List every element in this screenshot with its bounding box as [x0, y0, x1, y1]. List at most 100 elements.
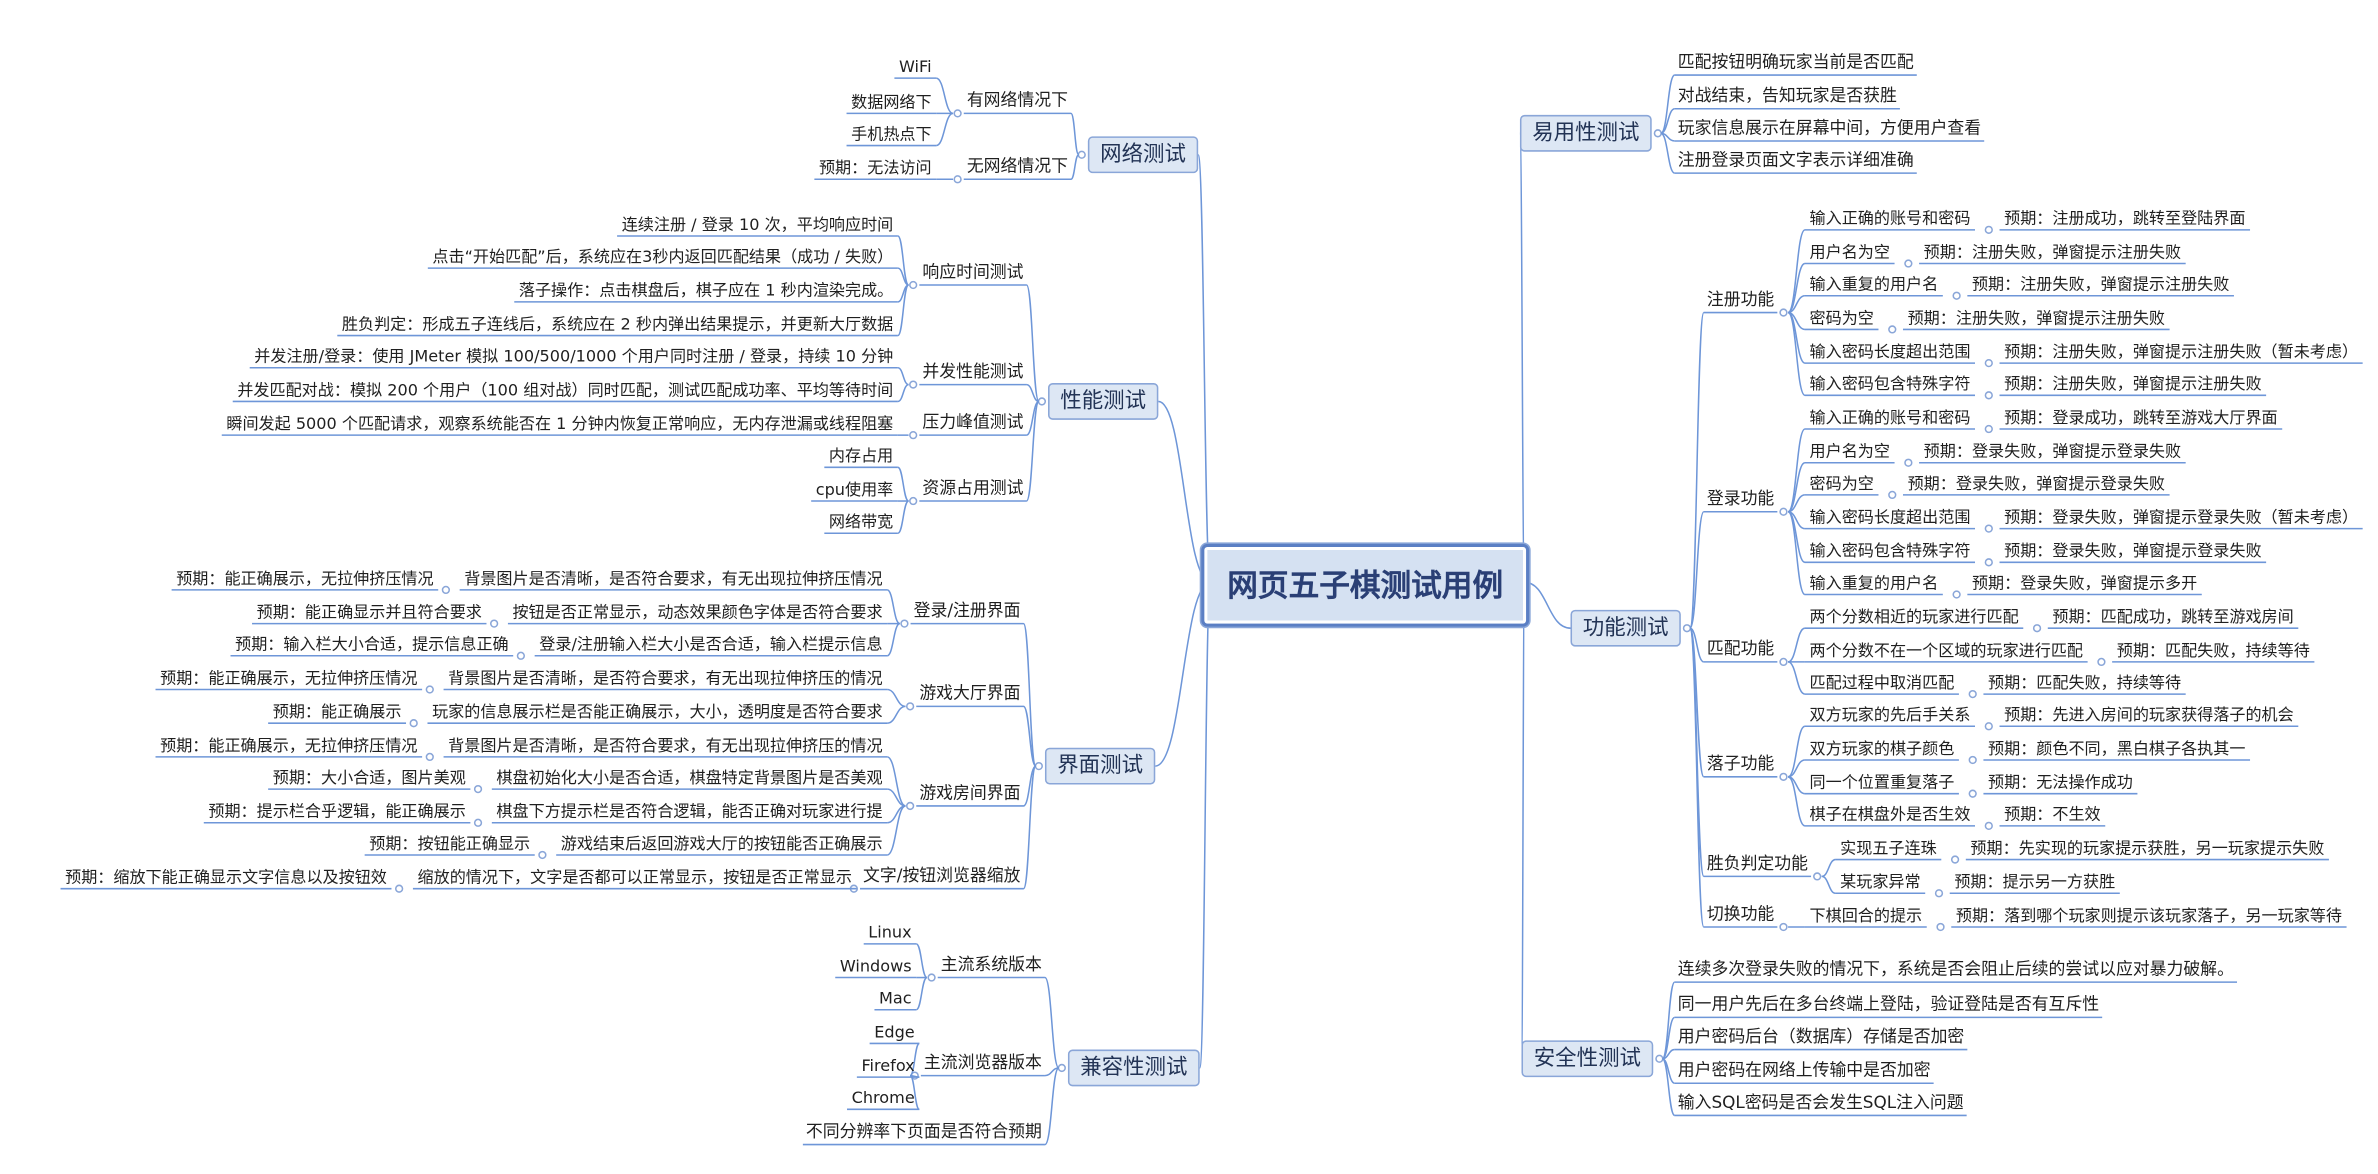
test-case[interactable]: 密码为空 [1809, 474, 1874, 494]
test-case[interactable]: 两个分数相近的玩家进行匹配 [1809, 608, 2019, 627]
collapse-dot-icon[interactable] [1968, 755, 1977, 765]
collapse-dot-icon[interactable] [538, 850, 547, 860]
collapse-dot-icon[interactable] [905, 801, 915, 811]
collapse-dot-icon[interactable] [909, 431, 918, 440]
main-topic[interactable]: 界面测试 [1044, 747, 1156, 785]
collapse-dot-icon[interactable] [473, 818, 483, 827]
subtopic[interactable]: 玩家信息展示在屏幕中间，方便用户查看 [1677, 117, 1982, 138]
subtopic[interactable]: 游戏大厅界面 [919, 683, 1021, 704]
test-case[interactable]: 输入密码包含特殊字符 [1809, 542, 1971, 561]
subtopic[interactable]: 文字/按钮浏览器缩放 [863, 865, 1021, 886]
test-case[interactable]: 双方玩家的先后手关系 [1809, 706, 1971, 725]
test-case[interactable]: 输入重复的用户名 [1809, 275, 1939, 295]
test-case[interactable]: 密码为空 [1809, 309, 1874, 328]
subtopic[interactable]: 资源占用测试 [922, 478, 1024, 498]
subtopic[interactable]: 登录/注册界面 [913, 600, 1021, 621]
collapse-dot-icon[interactable] [1653, 129, 1662, 138]
collapse-dot-icon[interactable] [1779, 922, 1788, 932]
leaf-topic[interactable]: Windows [839, 957, 912, 977]
collapse-dot-icon[interactable] [395, 884, 404, 893]
leaf-topic[interactable]: 网络带宽 [828, 513, 894, 532]
root-topic[interactable]: 网页五子棋测试用例 [1201, 543, 1530, 627]
collapse-dot-icon[interactable] [1655, 1054, 1664, 1063]
collapse-dot-icon[interactable] [489, 619, 499, 628]
collapse-dot-icon[interactable] [516, 651, 526, 660]
subtopic[interactable]: 匹配功能 [1706, 638, 1775, 659]
test-case[interactable]: 某玩家异常 [1840, 873, 1921, 892]
collapse-dot-icon[interactable] [473, 784, 483, 794]
subtopic[interactable]: 连续多次登录失败的情况下，系统是否会阻止后续的尝试以应对暴力破解。 [1677, 959, 2234, 980]
subtopic[interactable]: 用户密码后台（数据库）存储是否加密 [1677, 1026, 1965, 1047]
test-case[interactable]: 背景图片是否清晰，是否符合要求，有无出现拉伸挤压的情况 [448, 669, 883, 688]
test-case[interactable]: 输入密码长度超出范围 [1809, 508, 1971, 528]
subtopic[interactable]: 切换功能 [1706, 903, 1775, 924]
subtopic[interactable]: 胜负判定功能 [1706, 853, 1808, 874]
collapse-dot-icon[interactable] [1984, 424, 1993, 434]
test-case[interactable]: 实现五子连珠 [1840, 839, 1937, 859]
main-topic[interactable]: 易用性测试 [1519, 114, 1652, 152]
collapse-dot-icon[interactable] [1936, 922, 1945, 932]
main-topic[interactable]: 网络测试 [1087, 136, 1199, 174]
subtopic[interactable]: 游戏房间界面 [919, 782, 1021, 803]
subtopic[interactable]: 输入SQL密码是否会发生SQL注入问题 [1677, 1092, 1964, 1113]
leaf-topic[interactable]: 落子操作：点击棋盘后，棋子应在 1 秒内渲染完成。 [518, 281, 894, 301]
subtopic[interactable]: 登录功能 [1706, 488, 1775, 509]
collapse-dot-icon[interactable] [1984, 821, 1993, 830]
subtopic[interactable]: 不同分辨率下页面是否符合预期 [805, 1121, 1042, 1142]
test-case[interactable]: 同一个位置重复落子 [1809, 773, 1955, 793]
subtopic[interactable]: 落子功能 [1706, 753, 1775, 774]
subtopic[interactable]: 匹配按钮明确玩家当前是否匹配 [1677, 52, 1914, 73]
main-topic[interactable]: 功能测试 [1570, 609, 1681, 647]
subtopic[interactable]: 注册登录页面文字表示详细准确 [1677, 150, 1914, 171]
collapse-dot-icon[interactable] [1984, 558, 1993, 567]
collapse-dot-icon[interactable] [953, 109, 962, 118]
test-case[interactable]: 下棋回合的提示 [1809, 907, 1923, 926]
leaf-topic[interactable]: Chrome [851, 1089, 915, 1108]
collapse-dot-icon[interactable] [1077, 150, 1086, 159]
test-case[interactable]: 两个分数不在一个区域的玩家进行匹配 [1809, 641, 2084, 661]
subtopic[interactable]: 压力峰值测试 [922, 412, 1024, 433]
leaf-topic[interactable]: 预期：无法访问 [818, 159, 932, 178]
test-case[interactable]: 用户名为空 [1809, 243, 1890, 263]
leaf-topic[interactable]: cpu使用率 [815, 481, 894, 500]
subtopic[interactable]: 对战结束，告知玩家是否获胜 [1677, 85, 1897, 106]
test-case[interactable]: 输入密码包含特殊字符 [1809, 375, 1971, 394]
collapse-dot-icon[interactable] [905, 702, 915, 711]
leaf-topic[interactable]: Mac [879, 989, 912, 1009]
collapse-dot-icon[interactable] [1984, 391, 1993, 400]
main-topic[interactable]: 兼容性测试 [1067, 1049, 1200, 1087]
collapse-dot-icon[interactable] [1779, 772, 1788, 781]
collapse-dot-icon[interactable] [1984, 358, 1993, 368]
subtopic[interactable]: 有网络情况下 [966, 90, 1068, 111]
collapse-dot-icon[interactable] [1888, 325, 1897, 334]
collapse-dot-icon[interactable] [909, 280, 918, 290]
collapse-dot-icon[interactable] [1968, 689, 1977, 699]
collapse-dot-icon[interactable] [1984, 524, 1993, 533]
test-case[interactable]: 匹配过程中取消匹配 [1809, 674, 1955, 693]
collapse-dot-icon[interactable] [1779, 657, 1788, 667]
subtopic[interactable]: 注册功能 [1706, 289, 1775, 310]
subtopic[interactable]: 响应时间测试 [922, 262, 1024, 282]
collapse-dot-icon[interactable] [1034, 761, 1043, 771]
test-case[interactable]: 游戏结束后返回游戏大厅的按钮能否正确展示 [560, 835, 883, 854]
leaf-topic[interactable]: 并发匹配对战：模拟 200 个用户（100 组对战）同时匹配，测试匹配成功率、平… [237, 381, 894, 400]
test-case[interactable]: 棋盘下方提示栏是否符合逻辑，能否正确对玩家进行提 [496, 802, 883, 822]
collapse-dot-icon[interactable] [1952, 590, 1961, 599]
leaf-topic[interactable]: 点击“开始匹配”后，系统应在3秒内返回匹配结果（成功 / 失败） [432, 248, 894, 267]
test-case[interactable]: 输入正确的账号和密码 [1809, 409, 1971, 428]
test-case[interactable]: 登录/注册输入栏大小是否合适，输入栏提示信息 [539, 635, 883, 655]
test-case[interactable]: 输入正确的账号和密码 [1809, 209, 1971, 229]
leaf-topic[interactable]: Linux [868, 923, 912, 943]
collapse-dot-icon[interactable] [441, 585, 451, 595]
collapse-dot-icon[interactable] [1904, 259, 1913, 268]
collapse-dot-icon[interactable] [2032, 624, 2042, 633]
collapse-dot-icon[interactable] [1779, 507, 1788, 516]
collapse-dot-icon[interactable] [1037, 397, 1047, 406]
leaf-topic[interactable]: 并发注册/登录：使用 JMeter 模拟 100/500/1000 个用户同时注… [254, 347, 894, 367]
collapse-dot-icon[interactable] [425, 685, 434, 694]
collapse-dot-icon[interactable] [1682, 624, 1692, 633]
collapse-dot-icon[interactable] [1813, 872, 1822, 881]
collapse-dot-icon[interactable] [1950, 855, 1960, 864]
main-topic[interactable]: 安全性测试 [1521, 1040, 1654, 1078]
leaf-topic[interactable]: 瞬间发起 5000 个匹配请求，观察系统能否在 1 分钟内恢复正常响应，无内存泄… [226, 415, 894, 434]
